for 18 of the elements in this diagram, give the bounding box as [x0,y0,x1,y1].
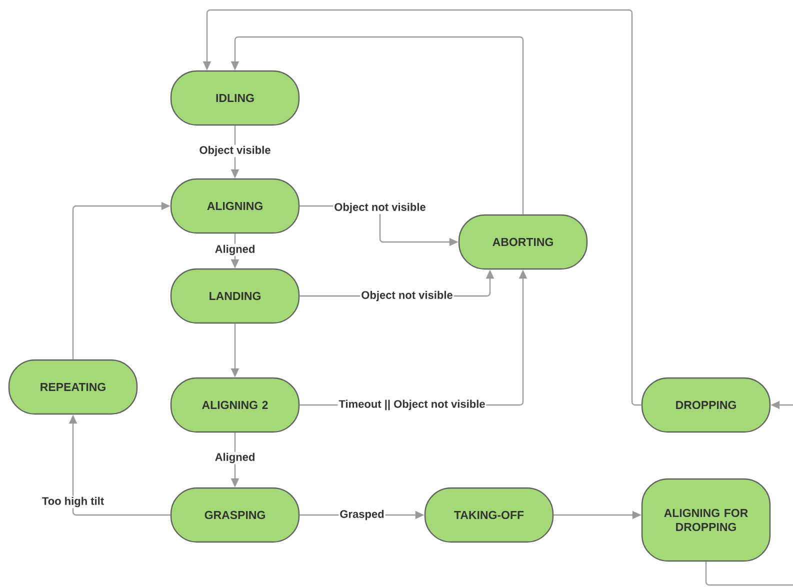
state-box: REPEATING [8,359,138,415]
edge-label: Too high tilt [40,496,106,508]
state-box: LANDING [170,268,300,324]
edge-label: Object not visible [333,202,427,214]
edge-label: Aligned [214,452,256,464]
edge-label: Object visible [198,144,272,158]
state-box: ALIGNING 2 [170,377,300,433]
edge-label: Object not visible [360,290,454,302]
edge-label: Grasped [338,508,386,522]
state-box: TAKING-OFF [424,487,554,543]
state-box: DROPPING [641,377,771,433]
state-box: ALIGNING [170,178,300,234]
edge-label: Aligned [214,244,256,256]
state-box: ABORTING [458,214,588,270]
state-box: ALIGNING FOR DROPPING [641,478,771,562]
state-box: IDLING [170,70,300,126]
state-box: GRASPING [170,487,300,543]
edge-label: Timeout || Object not visible [338,398,486,412]
